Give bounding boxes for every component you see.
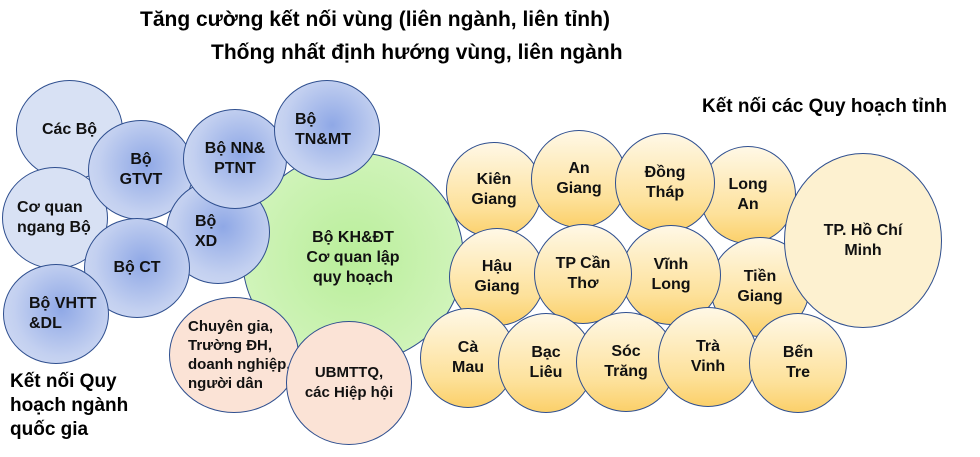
circle-bo-nn-ptnt: Bộ NN& PTNT (183, 109, 287, 209)
title-line-2: Thống nhất định hướng vùng, liên ngành (211, 41, 623, 64)
sectoral-heading: Kết nối Quy hoạch ngành quốc gia (10, 371, 129, 440)
circle-bo-vhtt-dl: Bộ VHTT &DL (3, 264, 109, 364)
circle-tra-vinh: Trà Vinh (658, 307, 758, 407)
circle-dong-thap: Đồng Tháp (615, 133, 715, 233)
circle-bo-tn-mt: Bộ TN&MT (274, 80, 380, 180)
title-line-1: Tăng cường kết nối vùng (liên ngành, liê… (140, 8, 610, 31)
circle-can-tho: TP Cần Thơ (534, 224, 632, 324)
circle-ben-tre: Bến Tre (749, 313, 847, 413)
circle-long-an: Long An (700, 146, 796, 244)
circle-tp-hcm: TP. Hồ Chí Minh (784, 153, 942, 328)
circle-an-giang: An Giang (531, 130, 627, 228)
circle-ubmttq: UBMTTQ, các Hiệp hội (286, 321, 412, 445)
circle-experts: Chuyên gia, Trường ĐH, doanh nghiệp, ngư… (169, 297, 299, 413)
circle-kien-giang: Kiên Giang (446, 142, 542, 238)
provinces-heading: Kết nối các Quy hoạch tỉnh (702, 96, 947, 117)
